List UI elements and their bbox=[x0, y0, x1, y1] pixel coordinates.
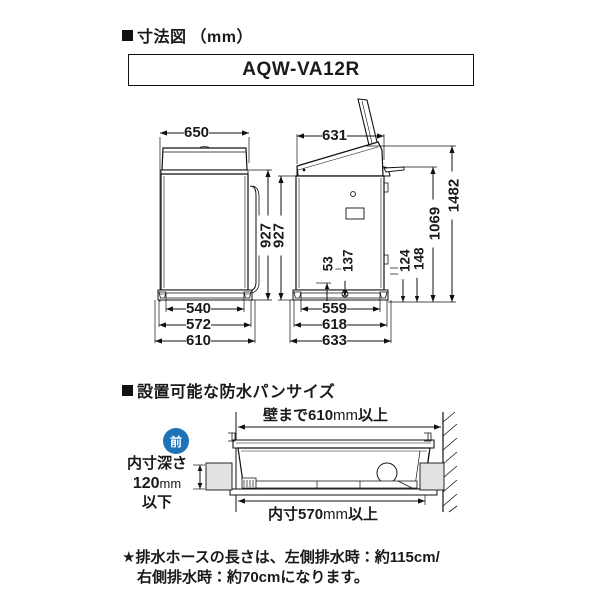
pan-wall-post: 以上 bbox=[358, 407, 389, 424]
pan-depth-line1: 内寸深さ bbox=[126, 455, 187, 472]
right-dim-633: 633 bbox=[322, 332, 348, 349]
pan-inner-unit: mm bbox=[323, 506, 349, 523]
front-direction-badge: 前 bbox=[163, 428, 189, 454]
right-dim-559: 559 bbox=[322, 300, 348, 317]
right-dim-631: 631 bbox=[322, 127, 348, 144]
drain-hose-note: ★排水ホースの長さは、左側排水時：約115cm/ 右側排水時：約70cmになりま… bbox=[122, 548, 440, 589]
model-name: AQW-VA12R bbox=[242, 59, 360, 80]
pan-inner-value: 570 bbox=[298, 506, 324, 523]
pan-depth-unit: mm bbox=[159, 475, 182, 491]
square-bullet-icon bbox=[122, 29, 133, 41]
dimension-heading-label: 寸法図 bbox=[137, 29, 187, 46]
pan-wall-unit: mm bbox=[333, 407, 359, 424]
pan-inner-pre: 内寸 bbox=[268, 506, 299, 523]
pan-depth-line3: 以下 bbox=[141, 493, 172, 511]
drain-hose-note-line1: ★排水ホースの長さは、左側排水時：約115cm/ bbox=[122, 549, 440, 566]
left-dim-572: 572 bbox=[186, 316, 212, 333]
pan-depth-value: 120 bbox=[132, 474, 160, 492]
pan-depth-label: 内寸深さ 120mm 以下 bbox=[118, 455, 196, 513]
right-dim-618: 618 bbox=[322, 316, 348, 333]
left-dim-650: 650 bbox=[184, 124, 210, 141]
pan-section-heading: 設置可能な防水パンサイズ bbox=[122, 378, 335, 402]
dimension-heading-unit: （mm） bbox=[190, 29, 253, 46]
pan-heading-label: 設置可能な防水パンサイズ bbox=[137, 384, 336, 401]
pan-inner-width-label: 内寸570mm以上 bbox=[268, 506, 378, 523]
pan-wall-value: 610 bbox=[308, 407, 334, 424]
dimension-section-heading: 寸法図 （mm） bbox=[122, 23, 253, 47]
pan-wall-distance-label: 壁まで610mm以上 bbox=[263, 407, 388, 424]
left-dim-540: 540 bbox=[186, 300, 212, 317]
drain-hose-note-line2: 右側排水時：約70cmになります。 bbox=[137, 569, 369, 587]
pan-inner-post: 以上 bbox=[348, 506, 379, 523]
model-name-box: AQW-VA12R bbox=[128, 54, 474, 86]
square-bullet-icon-2 bbox=[122, 384, 133, 396]
left-dim-610: 610 bbox=[186, 332, 212, 349]
pan-wall-pre: 壁まで bbox=[263, 407, 309, 424]
